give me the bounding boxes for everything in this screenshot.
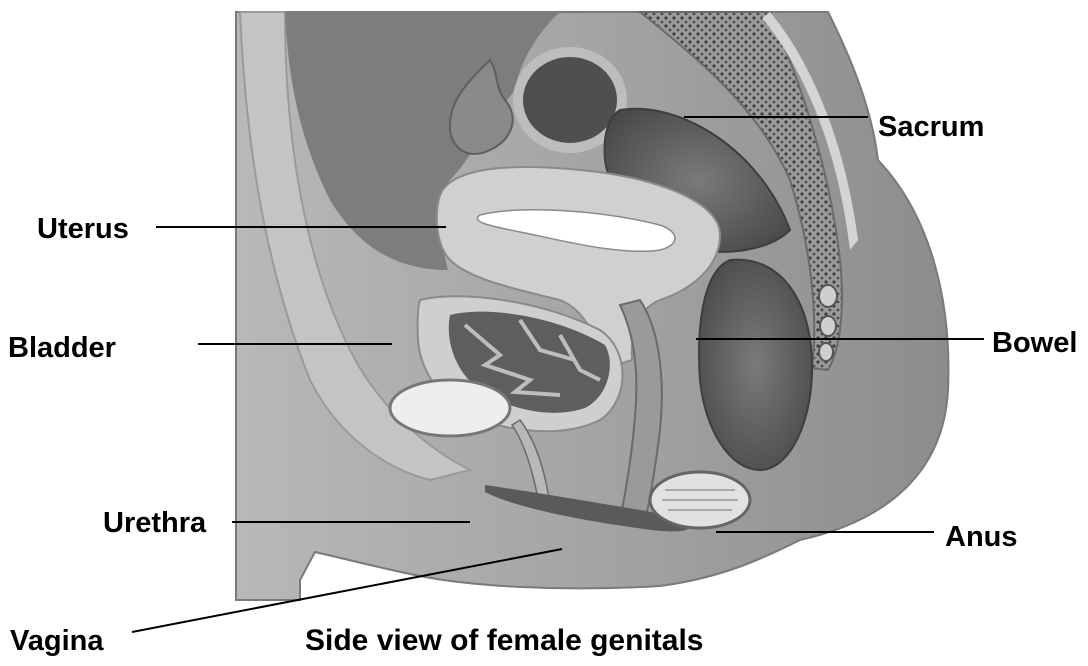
- label-anus: Anus: [945, 521, 1018, 553]
- label-bowel: Bowel: [992, 327, 1077, 359]
- coccyx-2: [820, 316, 836, 336]
- label-bladder: Bladder: [8, 332, 116, 364]
- label-uterus: Uterus: [37, 213, 129, 245]
- label-vagina: Vagina: [10, 625, 104, 657]
- diagram-caption: Side view of female genitals: [305, 624, 703, 657]
- coccyx-3: [819, 343, 833, 361]
- label-sacrum: Sacrum: [878, 111, 984, 143]
- pubic-bone: [390, 380, 510, 436]
- vagina-leader: [132, 549, 562, 632]
- body-illustration: [236, 12, 948, 600]
- label-urethra: Urethra: [103, 507, 207, 539]
- coccyx-1: [819, 285, 837, 307]
